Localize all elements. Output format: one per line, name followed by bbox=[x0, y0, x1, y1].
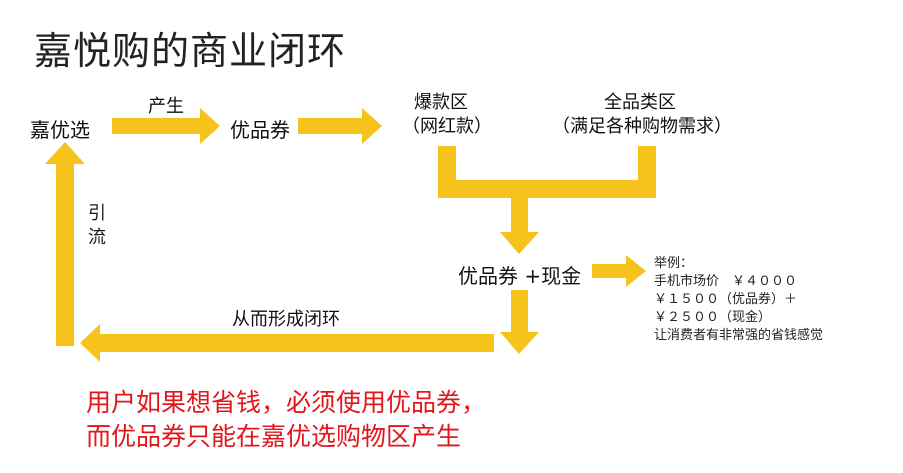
arrow-attract-up bbox=[45, 142, 85, 346]
example-line-1: 手机市场价 ￥４０００ bbox=[654, 274, 798, 289]
example-line-4: 让消费者有非常强的省钱感觉 bbox=[654, 328, 824, 343]
arrow-to-hot-zone bbox=[298, 108, 382, 144]
label-attract: 引流 bbox=[88, 203, 106, 248]
node-coupon: 优品券 bbox=[230, 118, 290, 142]
arrow-produce bbox=[112, 108, 220, 144]
example-heading: 举例： bbox=[654, 256, 694, 271]
example-line-2: ￥１５００（优品券）＋ bbox=[654, 292, 798, 307]
label-produce: 产生 bbox=[148, 96, 184, 117]
node-coupon-cash: 优品券 +现金 bbox=[458, 264, 582, 288]
arrow-loop-left bbox=[80, 324, 494, 362]
zones-bracket bbox=[438, 146, 656, 198]
example-line-3: ￥２５００（现金） bbox=[654, 310, 772, 325]
conclusion-text: 用户如果想省钱，必须使用优品券， 而优品券只能在嘉优选购物区产生 bbox=[86, 386, 486, 454]
node-full-zone-sub: （满足各种购物需求） bbox=[552, 116, 732, 137]
arrow-to-example bbox=[592, 255, 646, 287]
arrow-down-loop bbox=[500, 290, 539, 354]
conclusion-line-1: 用户如果想省钱，必须使用优品券， bbox=[86, 388, 487, 417]
node-hot-zone-title: 爆款区 bbox=[414, 92, 468, 113]
arrow-to-coupon-cash bbox=[500, 198, 539, 254]
page-title: 嘉悦购的商业闭环 bbox=[34, 29, 347, 73]
label-loop: 从而形成闭环 bbox=[232, 309, 340, 330]
node-hot-zone-sub: （网红款） bbox=[402, 116, 492, 137]
example-block: 举例： 手机市场价 ￥４０００ ￥１５００（优品券）＋ ￥２５００（现金） 让消… bbox=[654, 255, 823, 345]
node-jiayouxuan: 嘉优选 bbox=[30, 118, 90, 142]
node-full-zone-title: 全品类区 bbox=[604, 92, 676, 113]
conclusion-line-2: 而优品券只能在嘉优选购物区产生 bbox=[86, 422, 462, 451]
